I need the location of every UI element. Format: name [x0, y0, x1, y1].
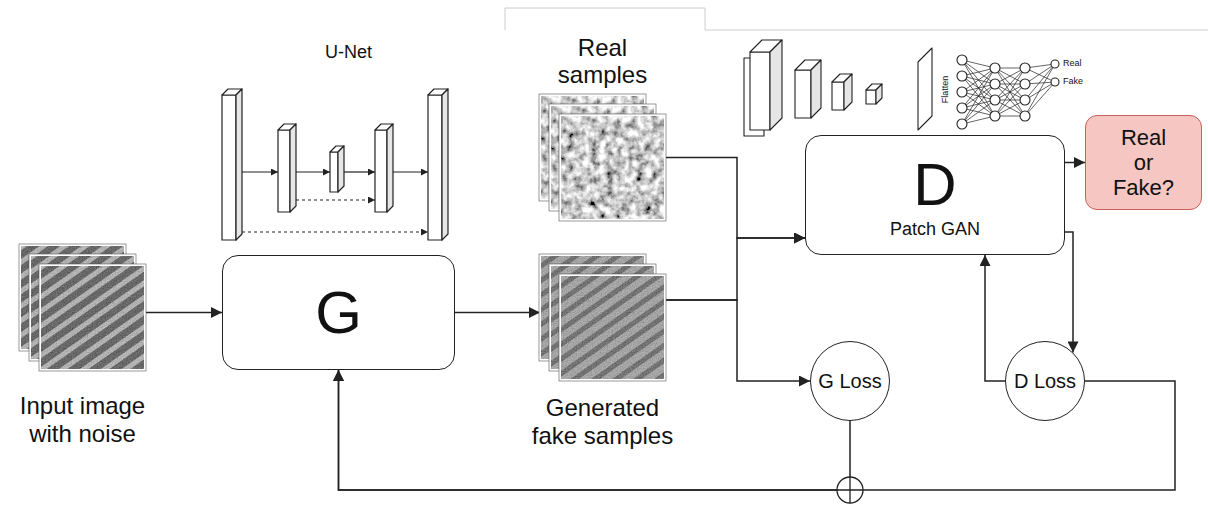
- page-frame: [505, 8, 1208, 30]
- flow-arrow: [665, 158, 805, 239]
- generated-image-stack: [539, 254, 666, 381]
- node-title: D: [913, 150, 956, 219]
- generated-sample-images: Generated fake samples: [540, 255, 665, 380]
- real-image-stack: [539, 94, 666, 221]
- image-caption: Generated fake samples: [523, 394, 683, 449]
- flow-arrow: [985, 255, 1005, 381]
- cnn-illustration: [744, 40, 1059, 136]
- unet-illustration: [222, 89, 448, 240]
- real-sample-images: Real samples: [540, 95, 665, 220]
- flow-arrow: [455, 312, 540, 314]
- node-title: Real or Fake?: [1110, 125, 1177, 201]
- flow-arrow: [145, 312, 222, 314]
- flow-arrow: [665, 238, 805, 300]
- image-caption: Input image with noise: [3, 392, 163, 447]
- node-title: G: [315, 278, 362, 347]
- node-subtitle: Patch GAN: [890, 219, 980, 240]
- noisy-input-images: Input image with noise: [20, 245, 145, 370]
- layer-name: Flatten: [941, 75, 952, 103]
- loss-circle: D Loss: [1005, 341, 1085, 421]
- discriminator-box: DPatch GAN: [805, 135, 1065, 255]
- class-name: Real: [1063, 58, 1082, 69]
- loss-circle: G Loss: [810, 341, 890, 421]
- class-name: Fake: [1063, 76, 1083, 87]
- noisy-image-stack: [19, 244, 146, 371]
- flow-arrow: [665, 300, 810, 381]
- flow-arrow: [1065, 232, 1073, 352]
- flow-arrow: [1065, 162, 1085, 164]
- node-title: G Loss: [818, 370, 881, 393]
- generator-box: G: [222, 255, 455, 370]
- output-box: Real or Fake?: [1085, 115, 1202, 210]
- image-caption: Real samples: [553, 34, 653, 89]
- flow-arrow: [339, 370, 851, 490]
- network-name: U-Net: [325, 42, 372, 64]
- flow-arrow: [339, 370, 1176, 490]
- sum-junction: [837, 477, 863, 503]
- node-title: D Loss: [1014, 370, 1076, 393]
